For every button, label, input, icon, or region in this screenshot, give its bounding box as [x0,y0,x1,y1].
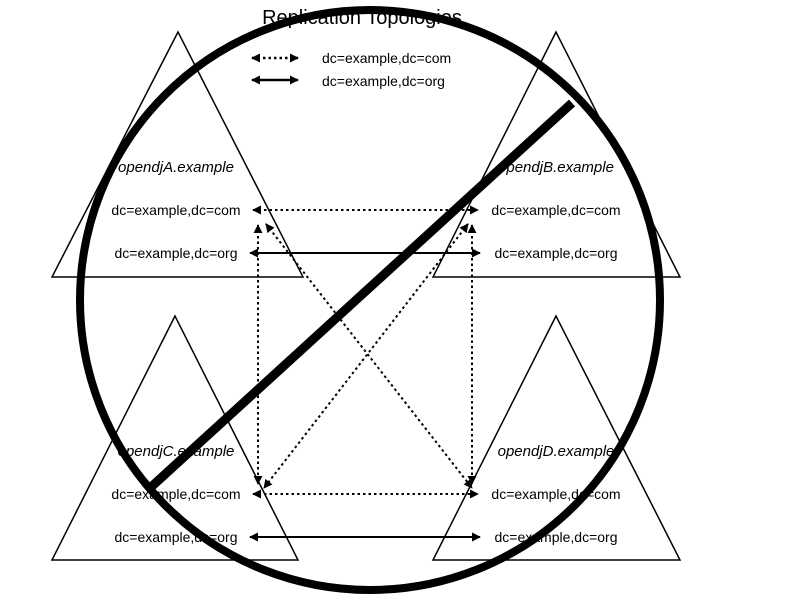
server-D-suffix-org: dc=example,dc=org [495,529,618,545]
server-C-triangle [50,314,300,561]
server-B-name: opendjB.example [498,159,614,176]
server-A-suffix-org: dc=example,dc=org [115,245,238,261]
server-D-triangle [431,314,682,561]
prohibition-sign [76,6,664,594]
server-A-name: opendjA.example [118,159,234,176]
prohibition-slash [146,99,576,492]
prohibition-circle [76,6,664,594]
server-C-suffix-org: dc=example,dc=org [115,529,238,545]
server-C-name: opendjC.example [118,443,235,460]
link-B-C-com [263,223,469,489]
server-D-suffix-com: dc=example,dc=com [491,486,620,502]
server-B-suffix-com: dc=example,dc=com [491,202,620,218]
legend-label-org: dc=example,dc=org [322,73,445,89]
server-C-suffix-com: dc=example,dc=com [111,486,240,502]
replication-links [249,205,481,542]
legend: dc=example,dc=com dc=example,dc=org [251,50,451,89]
server-B-suffix-org: dc=example,dc=org [495,245,618,261]
legend-label-com: dc=example,dc=com [322,50,451,66]
server-B-triangle [431,30,682,278]
server-A-suffix-com: dc=example,dc=com [111,202,240,218]
server-D-name: opendjD.example [498,443,615,460]
